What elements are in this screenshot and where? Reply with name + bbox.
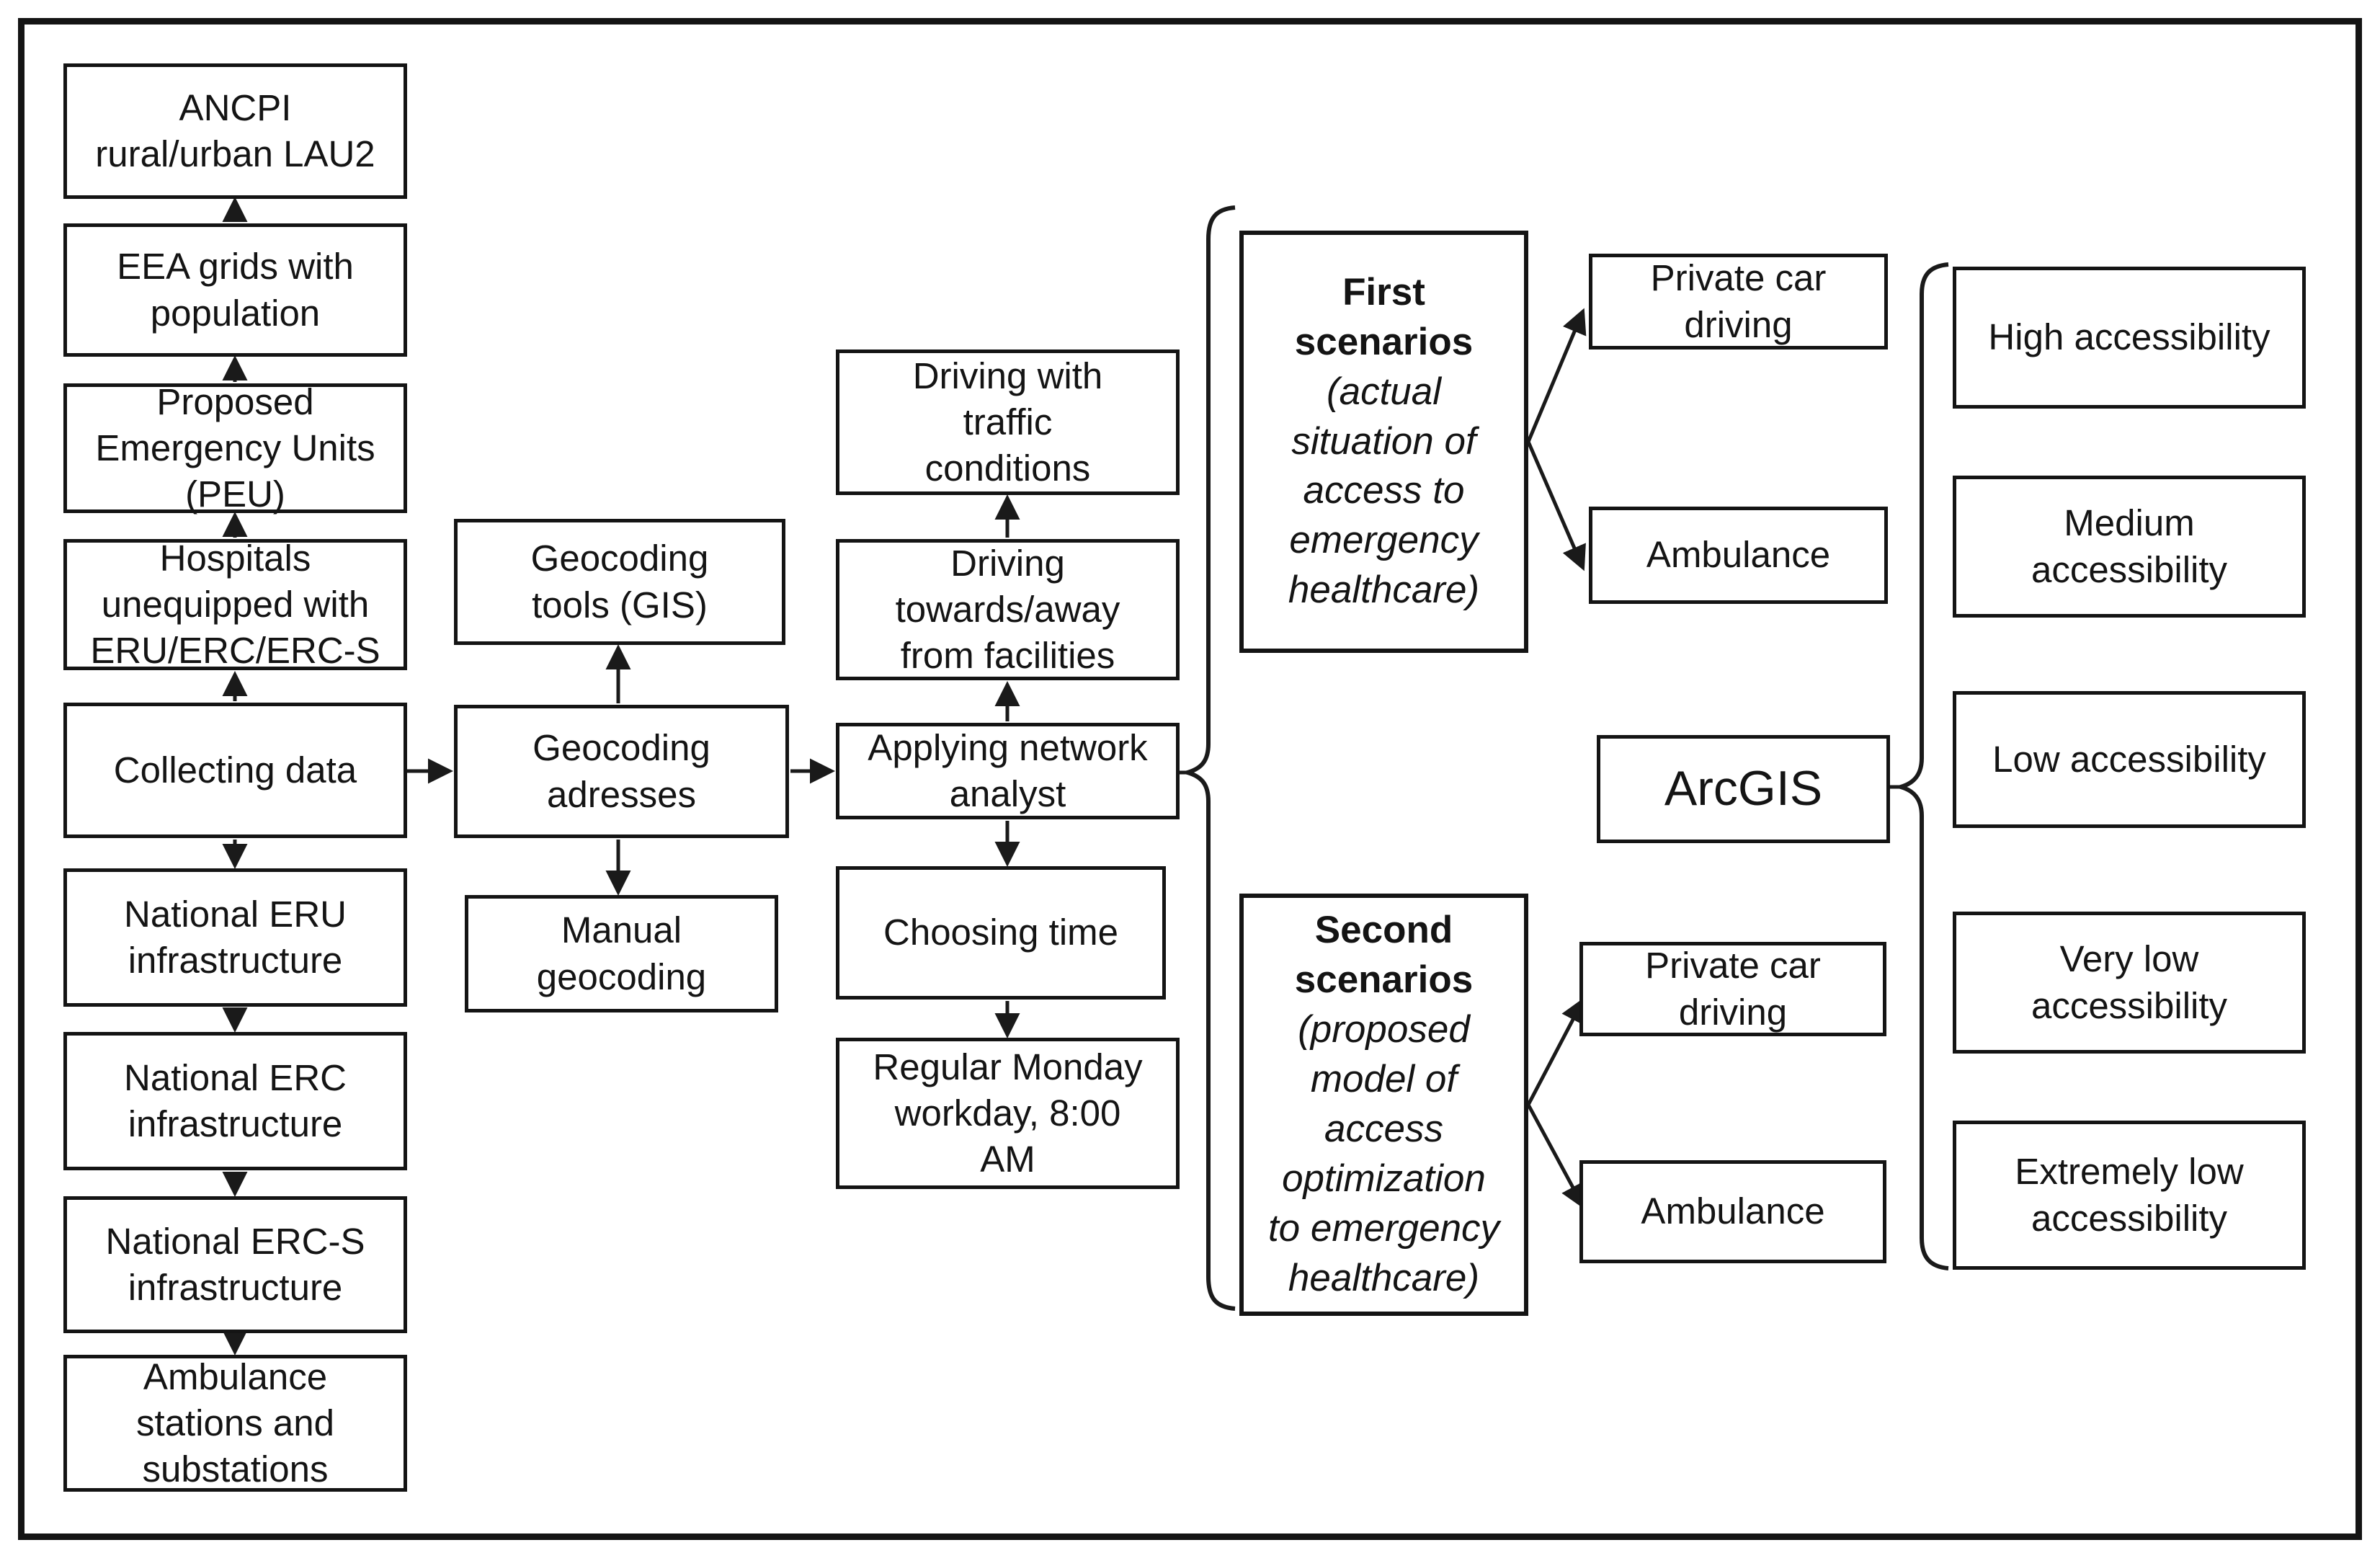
node-title: Second scenarios <box>1294 909 1474 1002</box>
node-second-scenarios: Second scenarios(proposed model of acces… <box>1239 894 1528 1316</box>
node-hospitals: Hospitals unequipped with ERU/ERC/ERC-S <box>63 538 407 671</box>
node-label: National ERC infrastructure <box>124 1056 347 1144</box>
node-ambulance-first: Ambulance <box>1589 507 1888 604</box>
node-label: National ERC-S infrastructure <box>105 1220 365 1308</box>
arrow-first-to-ambulance <box>1526 441 1586 571</box>
node-peu: Proposed Emergency Units (PEU) <box>63 381 407 515</box>
node-ambulance-second: Ambulance <box>1579 1160 1886 1263</box>
node-label: Very low accessibility <box>2031 938 2228 1026</box>
node-national-erc-s: National ERC-S infrastructure <box>63 1196 407 1333</box>
node-ancpi: ANCPI rural/urban LAU2 <box>63 63 407 199</box>
node-manual-geocoding: Manual geocoding <box>465 895 778 1012</box>
node-high-accessibility: High accessibility <box>1953 267 2306 409</box>
node-driving-traffic: Driving with traffic conditions <box>836 350 1180 495</box>
arrow-second-to-private-car <box>1526 997 1585 1106</box>
diagram-outer-border <box>18 18 2362 1540</box>
node-private-car-first: Private car driving <box>1589 254 1888 350</box>
node-label: Driving towards/away from facilities <box>895 542 1120 677</box>
node-label: Choosing time <box>883 912 1118 953</box>
node-label: Ambulance stations and substations <box>135 1356 335 1490</box>
node-label: Manual geocoding <box>536 909 707 997</box>
node-subtitle: (actual situation of access to emergency… <box>1288 370 1480 612</box>
node-subtitle: (proposed model of access optimization t… <box>1267 1008 1500 1299</box>
node-collecting-data: Collecting data <box>63 703 407 838</box>
arrow-first-to-private-car <box>1526 308 1587 442</box>
node-national-erc: National ERC infrastructure <box>63 1032 407 1170</box>
node-label: Driving with traffic conditions <box>912 355 1103 489</box>
node-private-car-second: Private car driving <box>1579 942 1886 1036</box>
node-label: EEA grids with population <box>117 246 354 334</box>
node-label: Hospitals unequipped with ERU/ERC/ERC-S <box>90 537 380 672</box>
node-arcgis: ArcGIS <box>1597 735 1890 843</box>
node-label: Geocoding tools (GIS) <box>530 538 709 626</box>
node-geocoding-addresses: Geocoding adresses <box>454 705 789 838</box>
node-label: Applying network analyst <box>868 726 1148 814</box>
node-label: Medium accessibility <box>2031 502 2228 590</box>
node-label: Private car driving <box>1645 945 1821 1033</box>
node-label: Low accessibility <box>1992 738 2266 780</box>
brace-scenarios <box>1180 205 1236 1311</box>
node-label: National ERU infrastructure <box>124 893 347 981</box>
node-label: Ambulance <box>1641 1190 1825 1232</box>
node-low-accessibility: Low accessibility <box>1953 691 2306 828</box>
node-extremely-low-accessibility: Extremely low accessibility <box>1953 1121 2306 1270</box>
node-very-low-accessibility: Very low accessibility <box>1953 912 2306 1054</box>
arrow-second-to-ambulance <box>1526 1103 1585 1210</box>
node-eea-grids: EEA grids with population <box>63 223 407 357</box>
node-label: Regular Monday workday, 8:00 AM <box>873 1046 1143 1180</box>
node-label: ANCPI rural/urban LAU2 <box>95 86 375 174</box>
node-label: Proposed Emergency Units (PEU) <box>95 380 375 515</box>
node-choosing-time: Choosing time <box>836 866 1166 1000</box>
node-national-eru: National ERU infrastructure <box>63 868 407 1007</box>
brace-accessibility <box>1893 262 1949 1270</box>
node-label: High accessibility <box>1988 316 2270 358</box>
node-title: First scenarios <box>1294 270 1474 363</box>
node-label: Extremely low accessibility <box>2015 1151 2244 1239</box>
node-medium-accessibility: Medium accessibility <box>1953 476 2306 618</box>
node-ambulance-stations: Ambulance stations and substations <box>63 1355 407 1492</box>
node-label: Ambulance <box>1646 534 1831 576</box>
node-monday-workday: Regular Monday workday, 8:00 AM <box>836 1038 1180 1189</box>
node-driving-towards: Driving towards/away from facilities <box>836 539 1180 680</box>
node-network-analyst: Applying network analyst <box>836 723 1180 819</box>
node-geocoding-tools: Geocoding tools (GIS) <box>454 519 785 645</box>
node-label: ArcGIS <box>1664 761 1823 816</box>
node-label: Geocoding adresses <box>532 727 710 815</box>
node-first-scenarios: First scenarios(actual situation of acce… <box>1239 231 1528 653</box>
node-label: Private car driving <box>1650 257 1827 345</box>
node-label: Collecting data <box>113 749 357 791</box>
